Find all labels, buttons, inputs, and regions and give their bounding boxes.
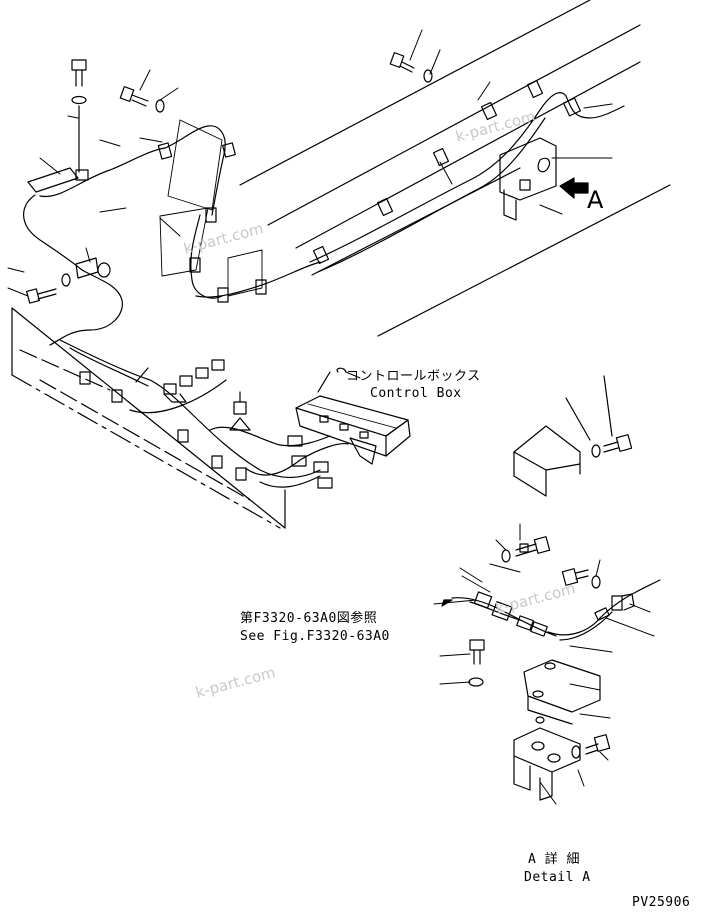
control-box-label-jp: コントロールボックス [346, 369, 481, 384]
view-arrow [559, 177, 589, 199]
bracket-detail-a-location [499, 137, 557, 221]
floor-base [11, 307, 286, 529]
see-fig-label-en: See Fig.F3320-63A0 [240, 629, 390, 644]
view-arrow-label: A [587, 186, 604, 214]
bolt-left-lower [26, 257, 111, 304]
left-harness [23, 125, 226, 346]
detail-a-label-jp: A 詳 細 [528, 852, 580, 867]
plate-left [27, 119, 263, 297]
upper-harness [195, 92, 625, 298]
cover-bolt [565, 375, 633, 458]
bolt-top-left [71, 59, 87, 173]
detail-a-label-en: Detail A [524, 870, 591, 885]
left-clamps [75, 142, 267, 303]
cover-plate [513, 425, 581, 497]
figure-number: PV25906 [632, 895, 691, 910]
bolt-top-middle [389, 52, 433, 83]
detail-a-assembly [433, 523, 661, 805]
leader-lines [7, 29, 613, 297]
bolt-upper-left [119, 86, 165, 113]
lower-harness [59, 339, 349, 488]
frame-rails [239, 0, 671, 337]
see-fig-label-jp: 第F3320-63A0図参照 [240, 611, 378, 626]
harness-clamps [312, 79, 581, 265]
control-box [295, 367, 411, 465]
control-box-label-en: Control Box [370, 386, 462, 401]
callout-pointers [345, 371, 361, 379]
connector-stack [79, 359, 333, 489]
